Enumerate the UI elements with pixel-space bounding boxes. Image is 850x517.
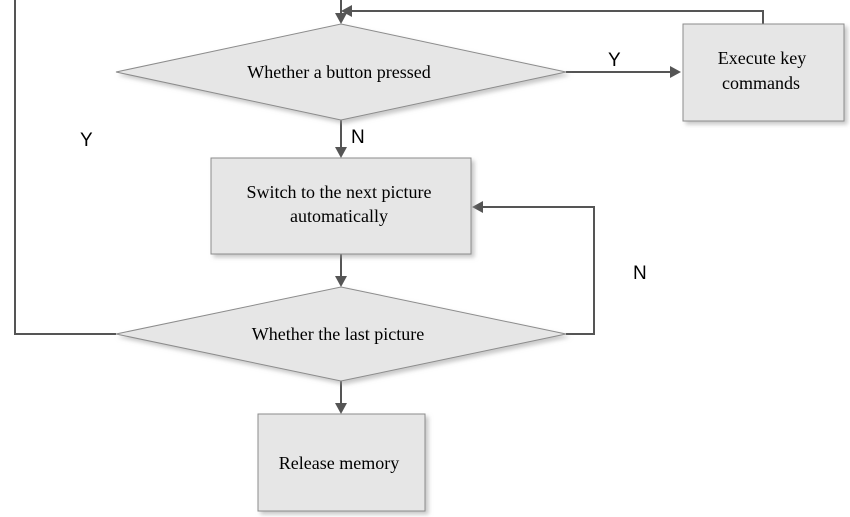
edge-label-button-yes: Y <box>608 50 621 71</box>
decision-button-pressed <box>115 23 567 121</box>
edge-last-yes <box>14 0 116 335</box>
button-check-label: Whether a button pressed <box>247 62 430 82</box>
arrow-execute-to-top <box>341 5 352 17</box>
arrow-into-release <box>335 403 347 414</box>
edge-label-last-no: N <box>633 263 647 284</box>
execute-keys-label-line2: commands <box>722 73 800 93</box>
arrow-last-no <box>472 201 483 213</box>
process-switch-next-picture <box>210 157 472 255</box>
edge-execute-to-top <box>351 10 764 24</box>
edge-label-last-yes: Y <box>80 130 93 151</box>
release-memory-label: Release memory <box>279 453 399 473</box>
process-execute-key-commands <box>682 23 845 122</box>
process-release-memory <box>257 413 426 512</box>
last-picture-check-label: Whether the last picture <box>252 324 424 344</box>
decision-last-picture <box>115 286 567 382</box>
edge-last-no <box>483 206 595 335</box>
switch-picture-label-line1: Switch to the next picture <box>247 182 432 202</box>
arrow-button-yes <box>670 66 681 78</box>
execute-keys-label-line1: Execute key <box>718 48 806 68</box>
switch-picture-label-line2: automatically <box>290 206 388 226</box>
arrow-into-last-check <box>335 276 347 287</box>
arrow-button-no <box>335 147 347 158</box>
arrow-into-button-check <box>335 13 347 24</box>
edge-label-button-no: N <box>351 127 365 148</box>
